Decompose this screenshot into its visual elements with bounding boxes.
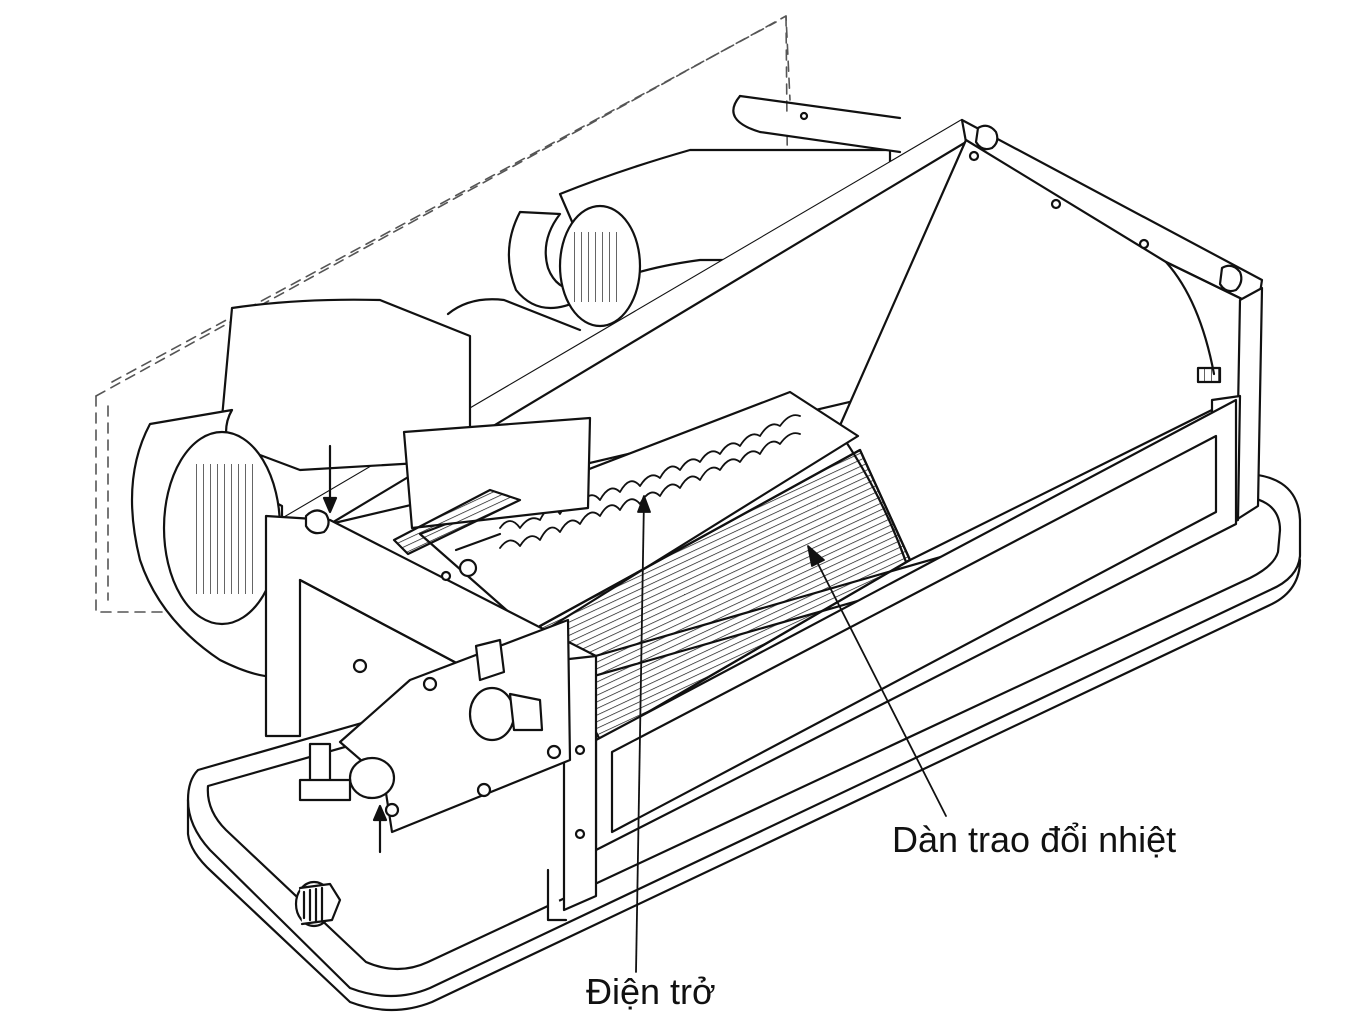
heater-leader <box>635 497 645 973</box>
small-arrows <box>322 444 388 854</box>
lower-panel <box>594 398 1238 852</box>
blower-housing-front <box>130 298 582 678</box>
heat-exchanger-leader <box>813 555 947 817</box>
heater-label: Điện trở <box>586 971 716 1012</box>
valve-assembly <box>298 618 572 922</box>
drain-pipe-fitting <box>294 880 342 928</box>
screws <box>440 111 1150 840</box>
heat-exchanger-label: Dàn trao đổi nhiệt <box>892 819 1177 860</box>
leader-lines <box>635 495 947 973</box>
left-end-plate <box>264 416 598 912</box>
